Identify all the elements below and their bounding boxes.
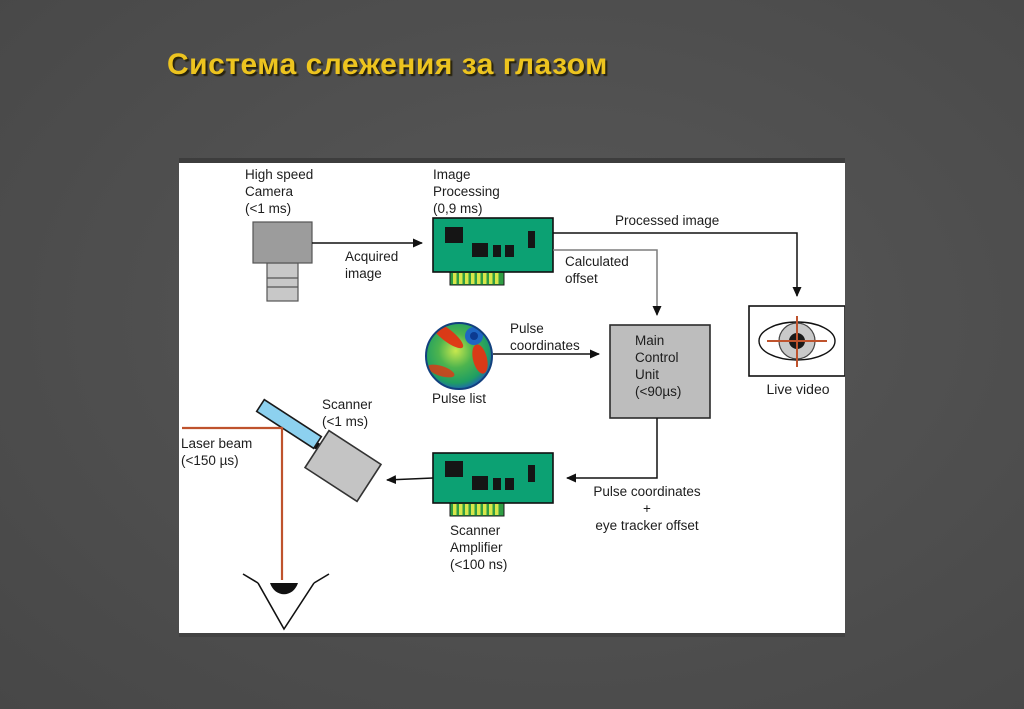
processed-image-label: Processed image	[615, 213, 720, 228]
scanner-label: Scanner (<1 ms)	[322, 397, 373, 429]
live-video-box	[748, 305, 845, 377]
camera-label: High speed Camera (<1 ms)	[245, 167, 314, 216]
image-processing-board-icon	[432, 217, 554, 286]
mirror-icon	[255, 398, 323, 450]
feedback-label: Pulse coordinates + eye tracker offset	[593, 484, 701, 533]
calculated-offset-arrow	[553, 249, 662, 316]
acquired-image-label: Acquired image	[345, 249, 399, 281]
scanner-amplifier-label: Scanner Amplifier (<100 ns)	[450, 523, 508, 572]
scanner-amplifier-board-icon	[432, 452, 554, 517]
live-video-label: Live video	[766, 381, 830, 397]
slide-title: Система слежения за глазом	[167, 48, 608, 81]
eye-icon	[242, 573, 330, 631]
feedback-arrow	[566, 418, 658, 483]
high-speed-camera-icon	[252, 221, 313, 302]
laser-beam-label: Laser beam (<150 µs)	[181, 436, 253, 468]
calculated-offset-label: Calculated offset	[565, 254, 629, 286]
pulse-coordinates-label: Pulse coordinates	[510, 321, 580, 353]
pulse-list-label: Pulse list	[431, 391, 487, 406]
main-control-unit-label: Main Control Unit (<90µs)	[635, 333, 682, 399]
processed-image-arrow	[553, 232, 802, 297]
pulse-list-sphere-icon	[425, 322, 493, 390]
main-control-unit-box	[609, 324, 711, 419]
diagram-canvas	[182, 217, 845, 631]
diagram-panel: High speed Camera (<1 ms) Acquired image…	[179, 163, 845, 633]
scanner-drive-arrow	[386, 475, 434, 485]
laser-beam-path	[182, 426, 284, 580]
image-processing-label: Image Processing (0,9 ms)	[433, 167, 500, 216]
